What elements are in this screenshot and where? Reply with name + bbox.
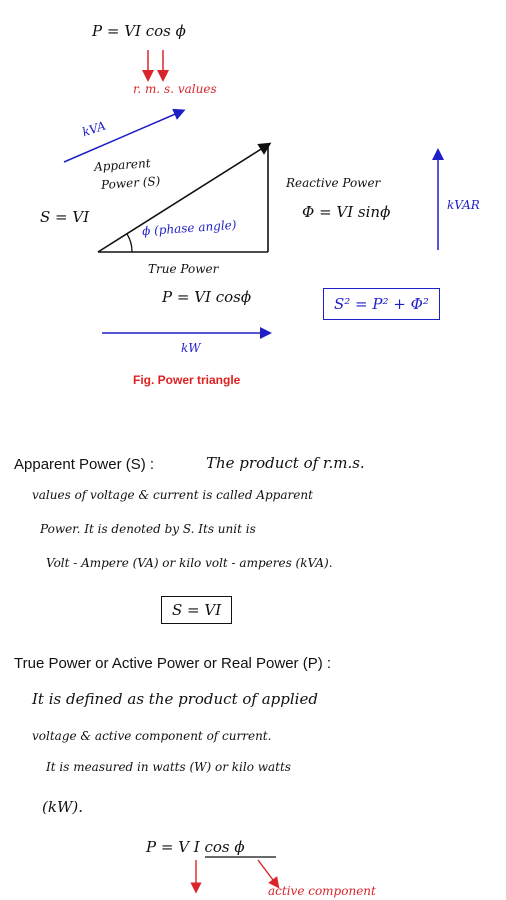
kvar-label: kVAR xyxy=(447,198,480,212)
true-power-line-2: voltage & active component of current. xyxy=(32,729,272,743)
reactive-power-label: Reactive Power xyxy=(286,176,381,190)
true-power-line-1: It is defined as the product of applied xyxy=(32,690,318,708)
active-component-note: active component xyxy=(268,884,376,898)
apparent-line-4: Volt - Ampere (VA) or kilo volt - ampere… xyxy=(46,556,333,570)
kva-arrow xyxy=(63,108,186,163)
rms-values-note: r. m. s. values xyxy=(133,82,217,96)
figure-caption: Fig. Power triangle xyxy=(133,373,241,387)
s-equals-vi-label: S = VI xyxy=(40,208,90,226)
power-identity-box: S² = P² + Φ² xyxy=(323,288,440,320)
power-formula-top: P = VI cos ϕ xyxy=(92,22,186,40)
apparent-power-heading: Apparent Power (S) : xyxy=(14,456,155,473)
hypotenuse-line xyxy=(97,142,272,253)
apparent-line-2: values of voltage & current is called Ap… xyxy=(32,488,313,502)
apparent-line-1: The product of r.m.s. xyxy=(206,454,365,472)
true-power-heading: True Power or Active Power or Real Power… xyxy=(14,655,332,672)
true-power-formula: P = VI cosϕ xyxy=(162,288,252,306)
true-power-line-3: It is measured in watts (W) or kilo watt… xyxy=(46,760,291,774)
kw-label: kW xyxy=(181,341,201,355)
true-power-label: True Power xyxy=(148,262,219,276)
active-red-arrow xyxy=(257,859,280,889)
phase-angle-arc xyxy=(126,233,133,253)
true-power-formula-bottom: P = V I cos ϕ xyxy=(146,838,245,856)
apparent-formula-box: S = VI xyxy=(161,596,233,624)
reactive-power-formula: Φ = VI sinϕ xyxy=(302,203,391,221)
apparent-line-3: Power. It is denoted by S. Its unit is xyxy=(40,522,256,536)
true-power-line-4: (kW). xyxy=(42,798,83,816)
